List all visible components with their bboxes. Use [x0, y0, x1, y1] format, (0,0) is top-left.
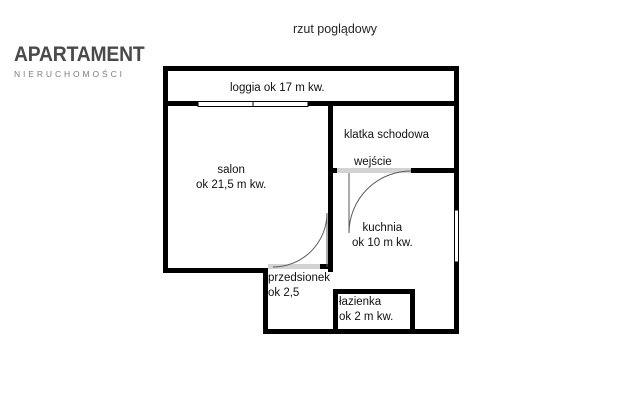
wall-klatka-bottom-right: [411, 168, 459, 173]
wall-outer-left: [163, 66, 168, 272]
thresholds-group: [268, 168, 411, 269]
room-name-salon: salon: [217, 164, 245, 176]
room-name-kuchnia: kuchnia: [362, 222, 403, 234]
wall-lazienka-top: [333, 289, 415, 294]
logo-company-name: APARTAMENT: [14, 43, 145, 66]
room-area-przedsionek: ok 2,5: [268, 287, 300, 299]
room-label-wejscie: wejście: [354, 155, 392, 170]
wall-outer-right: [454, 66, 459, 334]
wall-loggia-bottom-left: [163, 101, 198, 106]
wall-przedsionek-left: [263, 268, 268, 334]
window-loggia-right: [252, 101, 309, 107]
window-kuchnia-right: [454, 209, 459, 263]
wall-lazienka-left: [333, 289, 338, 334]
doors-group: [272, 170, 412, 268]
room-area-salon: ok 21,5 m kw.: [196, 179, 267, 191]
room-label-loggia: loggia ok 17 m kw.: [230, 81, 325, 96]
door-arc-salon: [272, 212, 328, 268]
room-label-lazienka: łazienka ok 2 m kw.: [339, 295, 393, 325]
room-name-lazienka: łazienka: [339, 296, 382, 308]
room-name-klatka-schodowa: klatka schodowa: [344, 129, 430, 141]
room-label-salon: salon ok 21,5 m kw.: [196, 163, 266, 193]
room-name-wejscie: wejście: [354, 156, 392, 168]
room-name-przedsionek: przedsionek: [268, 272, 331, 284]
logo-company-subtitle: NIERUCHOMOŚCI: [14, 69, 125, 79]
wall-lazienka-right: [410, 289, 415, 334]
walls-group: [163, 66, 459, 334]
room-label-kuchnia: kuchnia ok 10 m kw.: [352, 221, 413, 251]
windows-group: [197, 101, 459, 263]
wall-loggia-bottom-right: [308, 101, 459, 106]
room-area-kuchnia: ok 10 m kw.: [352, 237, 413, 249]
room-label-przedsionek: przedsionek ok 2,5: [268, 271, 330, 301]
page-title: rzut poglądowy: [292, 22, 378, 36]
threshold-entrance: [337, 168, 411, 173]
room-label-loggia-text: loggia ok 17 m kw.: [230, 82, 325, 94]
wall-outer-top: [163, 66, 459, 71]
wall-salon-bottom: [163, 268, 268, 273]
wall-outer-bottom: [263, 329, 459, 334]
threshold-salon-przedsionek: [268, 264, 320, 269]
wall-salon-right: [328, 101, 333, 272]
door-arc-entrance: [348, 170, 412, 234]
room-label-klatka-schodowa: klatka schodowa: [344, 128, 429, 143]
company-logo: APARTAMENT NIERUCHOMOŚCI: [14, 44, 174, 81]
room-area-lazienka: ok 2 m kw.: [339, 311, 394, 323]
window-loggia-left: [197, 101, 254, 107]
